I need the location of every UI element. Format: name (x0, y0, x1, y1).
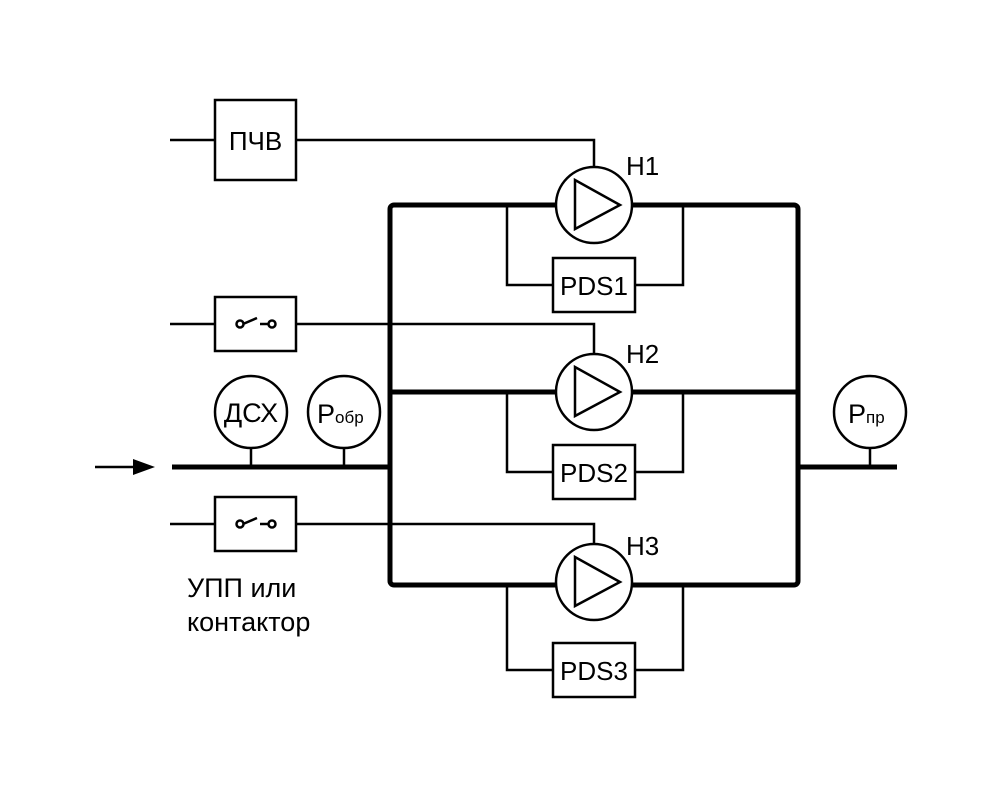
svg-text:Pобр: Pобр (317, 399, 364, 429)
dry-run-sensor: ДСХ (213, 374, 289, 467)
pump-3: PDS3 Н3 (505, 531, 685, 699)
pump-label: Н1 (626, 151, 659, 181)
switch-icon (235, 316, 277, 329)
starter-caption-line2: контактор (187, 607, 310, 637)
svg-text:Pпр: Pпр (848, 399, 885, 429)
pump-icon (573, 177, 623, 232)
starter-caption-line1: УПП или (187, 573, 296, 603)
inlet-arrow-icon (95, 459, 155, 475)
pressure-symbol: P (317, 399, 335, 429)
pump-label: Н3 (626, 531, 659, 561)
pds-label: PDS1 (560, 271, 628, 301)
pds-label: PDS2 (560, 458, 628, 488)
pump-label: Н2 (626, 339, 659, 369)
pump-1: PDS1 Н1 (505, 151, 685, 314)
vfd-label: ПЧВ (229, 126, 282, 156)
pump-icon (573, 554, 623, 609)
soft-starter-1 (170, 295, 596, 354)
switch-icon (235, 516, 277, 529)
soft-starter-2 (170, 495, 596, 553)
vfd-block: ПЧВ (170, 98, 596, 182)
dry-run-label: ДСХ (224, 398, 278, 428)
pds-label: PDS3 (560, 656, 628, 686)
pressure-subscript: обр (335, 408, 364, 427)
pressure-symbol: P (848, 399, 866, 429)
supply-pressure-sensor: Pпр (832, 374, 908, 467)
pressure-subscript: пр (866, 408, 885, 427)
pump-icon (573, 364, 623, 419)
pump-2: PDS2 Н2 (505, 339, 685, 501)
return-pressure-sensor: Pобр (306, 374, 382, 467)
